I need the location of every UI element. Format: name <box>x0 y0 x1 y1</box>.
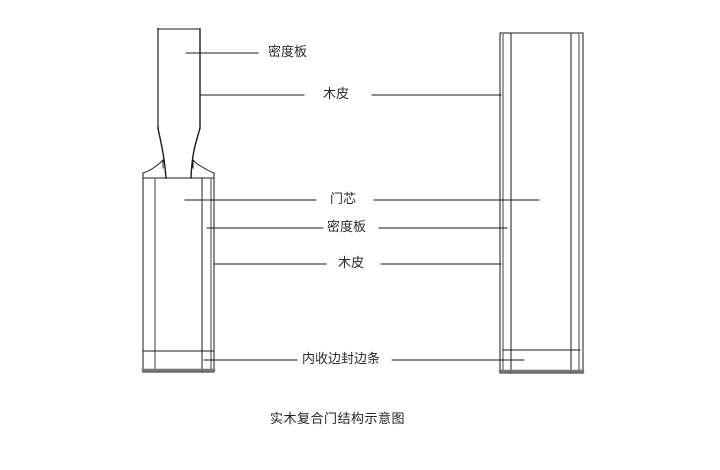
label-edge-strip: 内收边封边条 <box>300 352 383 368</box>
label-top-mdf: 密度板 <box>266 45 310 61</box>
top-profile <box>142 28 215 179</box>
diagram-caption: 实木复合门结构示意图 <box>270 412 406 427</box>
left-door-section <box>141 177 216 373</box>
label-core: 门芯 <box>328 192 359 208</box>
label-mid-veneer: 木皮 <box>336 256 367 272</box>
label-top-veneer: 木皮 <box>321 87 352 103</box>
label-mid-mdf: 密度板 <box>325 220 369 236</box>
leader-lines <box>184 52 540 361</box>
right-door-section <box>498 32 585 374</box>
